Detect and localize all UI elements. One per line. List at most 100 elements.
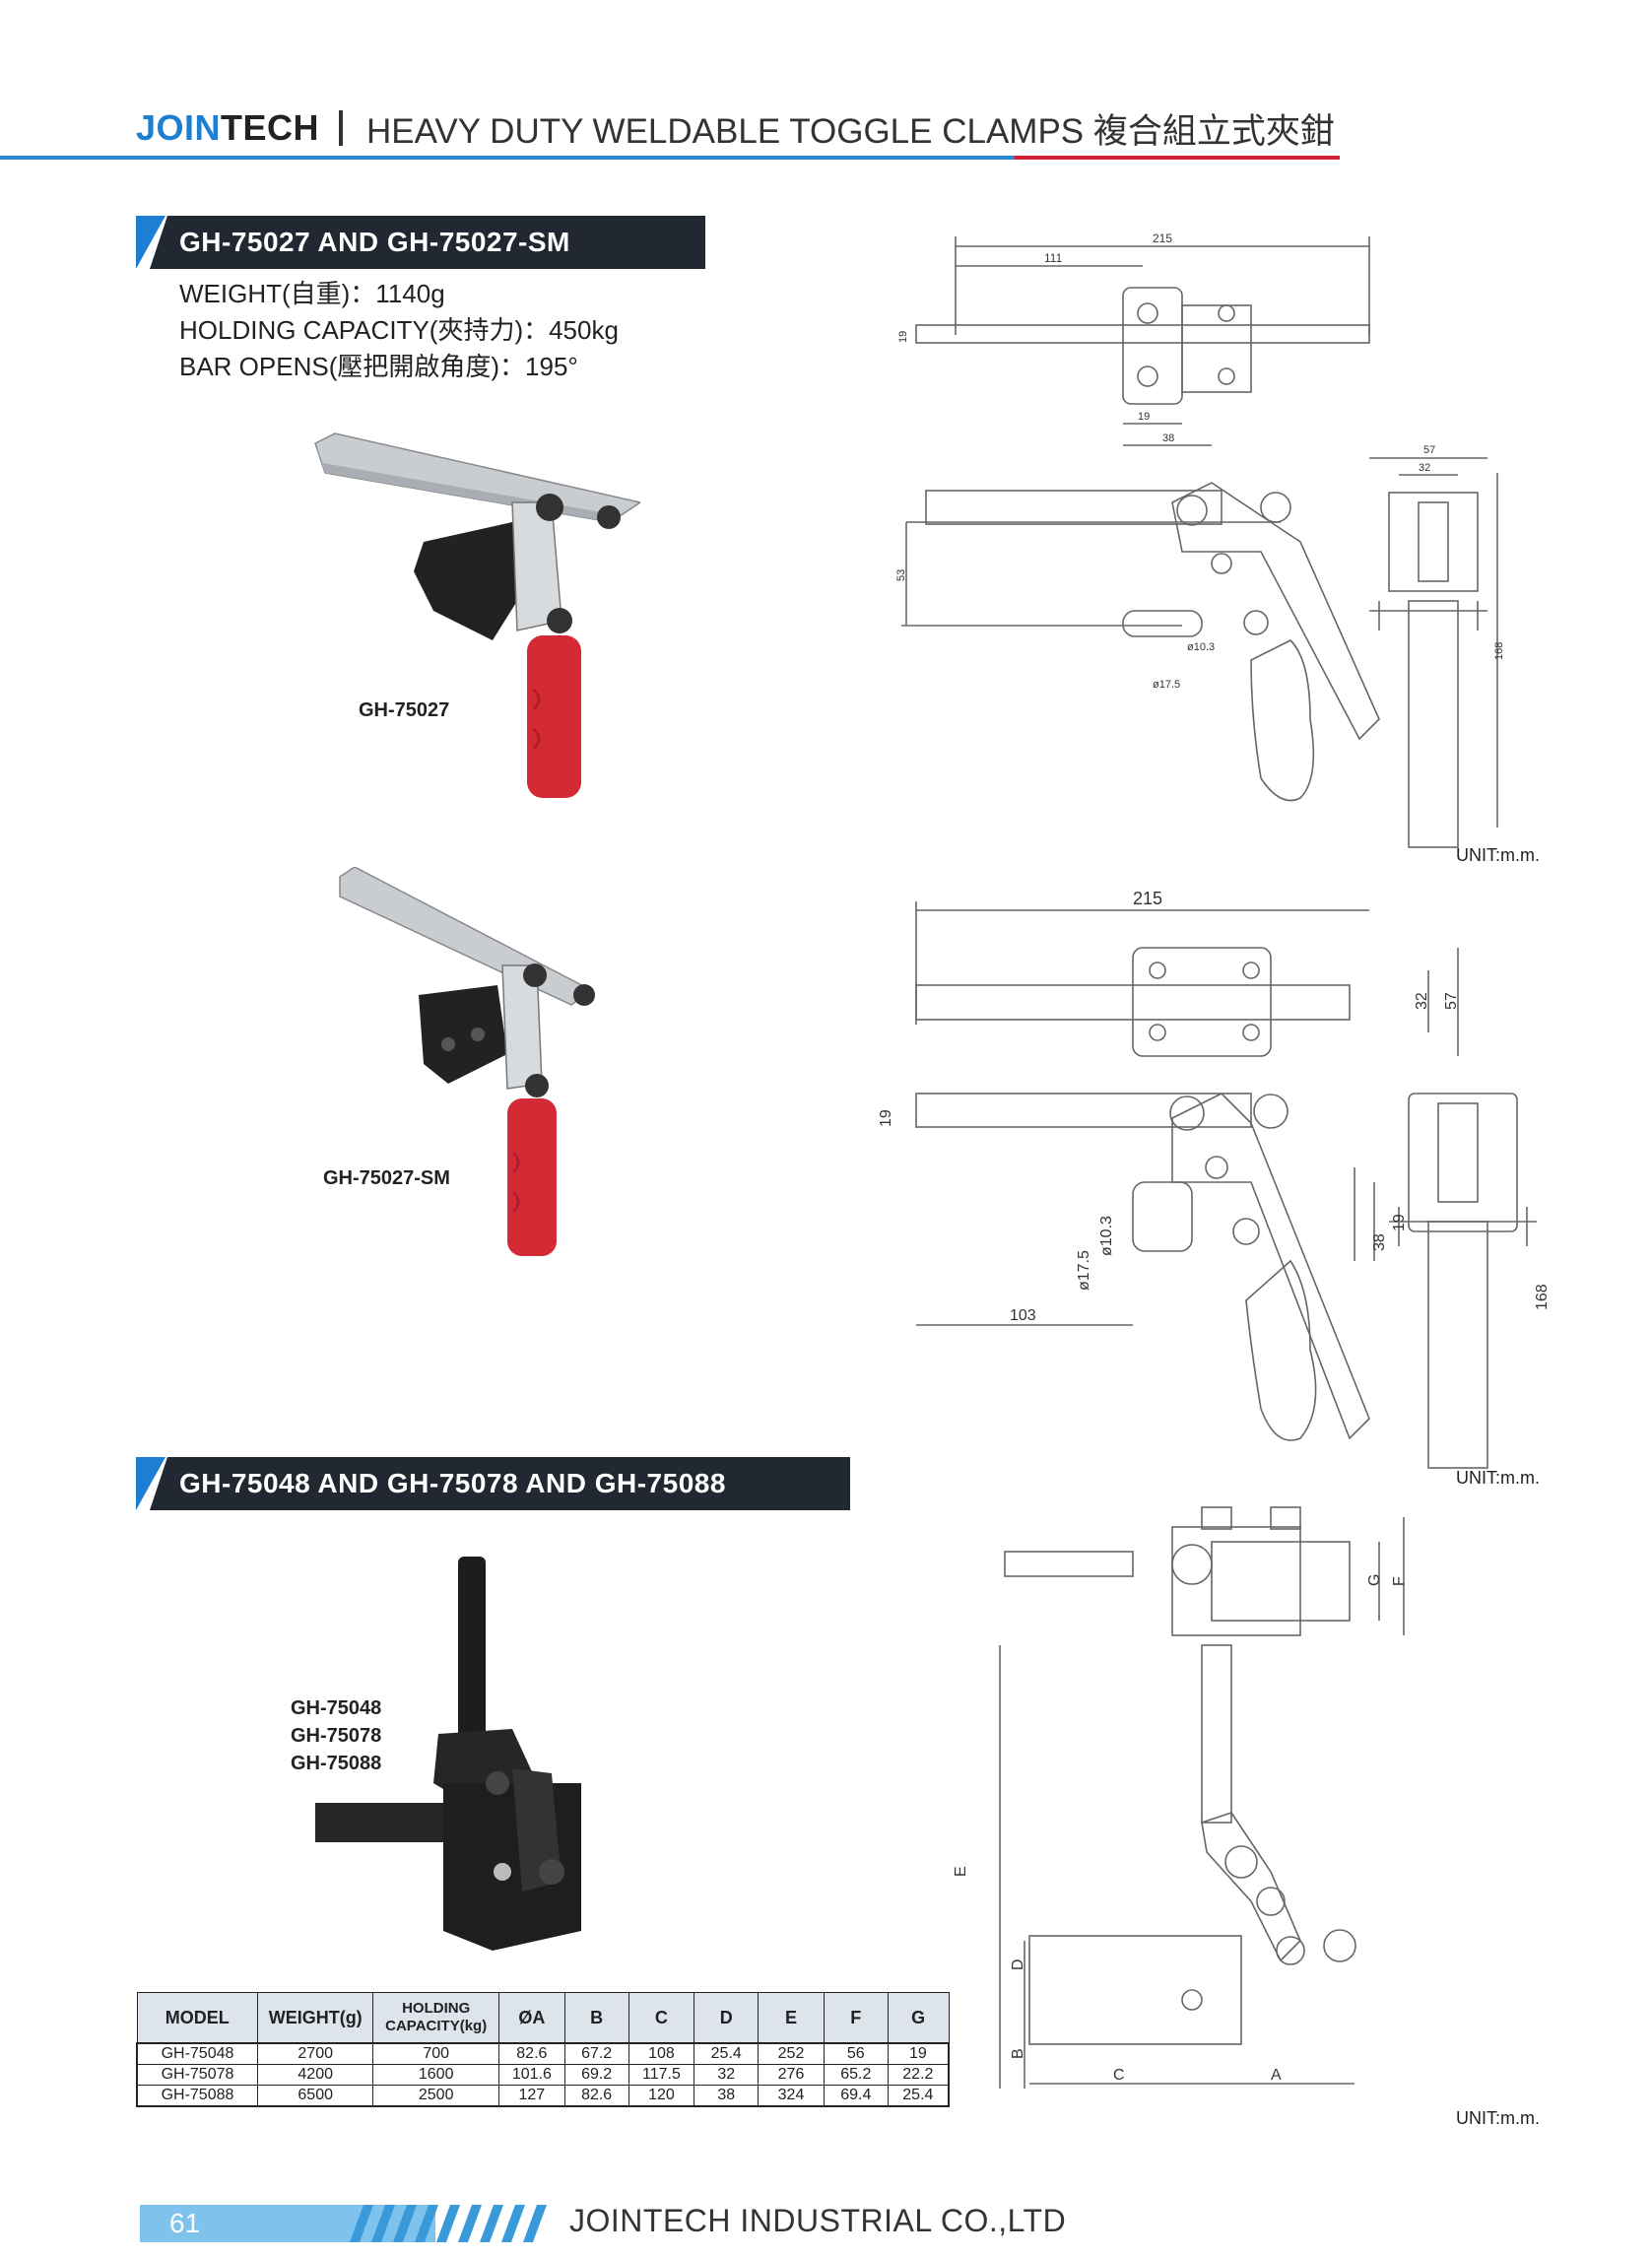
dim-32-b: 32 bbox=[1414, 992, 1430, 1010]
model-label-gh-75078: GH-75078 bbox=[291, 1725, 382, 1747]
product-image-gh-75027 bbox=[314, 432, 640, 798]
spec-table: MODEL WEIGHT(g) HOLDING CAPACITY(kg) ØA … bbox=[136, 1992, 950, 2107]
col-header-g: G bbox=[887, 1992, 950, 2044]
product-label-gh-75027: GH-75027 bbox=[359, 699, 450, 721]
col-header-b: B bbox=[563, 1992, 629, 2044]
unit-label-1: UNIT:m.m. bbox=[1456, 845, 1540, 865]
header-separator bbox=[339, 110, 344, 146]
dim-dia-17-5-b: ø17.5 bbox=[1076, 1250, 1092, 1291]
dim-168-a: 168 bbox=[1493, 642, 1505, 660]
dim-19-c: 19 bbox=[878, 1109, 894, 1127]
section-banner-2: GH-75048 AND GH-75078 AND GH-75088 bbox=[136, 1457, 850, 1510]
table-cell: 276 bbox=[758, 2064, 825, 2086]
dim-215-top: 215 bbox=[1153, 232, 1172, 245]
table-cell: 117.5 bbox=[628, 2064, 695, 2086]
header-rule-red bbox=[1015, 156, 1340, 160]
table-header-row: MODEL WEIGHT(g) HOLDING CAPACITY(kg) ØA … bbox=[136, 1992, 950, 2044]
brand-logo-join: JOIN bbox=[136, 107, 222, 148]
dim-label-f: F bbox=[1391, 1576, 1408, 1586]
table-cell: 22.2 bbox=[887, 2064, 950, 2086]
table-cell: 25.4 bbox=[887, 2085, 950, 2107]
table-cell: 1600 bbox=[372, 2064, 499, 2086]
table-cell: 32 bbox=[694, 2064, 760, 2086]
table-cell: 65.2 bbox=[823, 2064, 889, 2086]
spec-block: WEIGHT(自重)：1140g HOLDING CAPACITY(夾持力)：4… bbox=[179, 276, 619, 385]
table-cell: 108 bbox=[628, 2042, 695, 2065]
table-cell: 82.6 bbox=[497, 2042, 565, 2065]
table-cell: 6500 bbox=[256, 2085, 374, 2107]
model-label-gh-75048: GH-75048 bbox=[291, 1697, 382, 1719]
table-cell: 67.2 bbox=[563, 2042, 629, 2065]
table-row: GH-75088 6500 2500 127 82.6 120 38 324 6… bbox=[136, 2085, 950, 2107]
table-cell: 69.2 bbox=[563, 2064, 629, 2086]
table-row: GH-75048 2700 700 82.6 67.2 108 25.4 252… bbox=[136, 2042, 950, 2065]
dim-19-a: 19 bbox=[897, 331, 909, 343]
dim-label-e: E bbox=[953, 1866, 969, 1877]
product-image-gh-75048 bbox=[315, 1557, 581, 1951]
dim-53: 53 bbox=[895, 569, 907, 581]
unit-label-2: UNIT:m.m. bbox=[1456, 1468, 1540, 1488]
table-cell: GH-75088 bbox=[136, 2085, 258, 2107]
technical-drawing-gh-75027: 215 111 19 19 38 53 ø10.3 ø17.5 57 32 16… bbox=[895, 232, 1505, 848]
spec-weight: WEIGHT(自重)：1140g bbox=[179, 279, 445, 308]
unit-label-3: UNIT:m.m. bbox=[1456, 2108, 1540, 2128]
table-cell: GH-75048 bbox=[136, 2042, 258, 2065]
dim-38-b: 38 bbox=[1371, 1233, 1388, 1251]
table-cell: 25.4 bbox=[694, 2042, 760, 2065]
model-list: GH-75048 GH-75078 GH-75088 bbox=[291, 1694, 381, 1777]
col-header-a: ØA bbox=[497, 1992, 565, 2044]
dim-103: 103 bbox=[1010, 1307, 1036, 1324]
table-cell: 101.6 bbox=[497, 2064, 565, 2086]
brand-logo-tech: TECH bbox=[221, 107, 320, 148]
dim-dia-10-3-b: ø10.3 bbox=[1098, 1216, 1115, 1256]
footer-stripes-decoration bbox=[350, 2205, 547, 2242]
page-title: HEAVY DUTY WELDABLE TOGGLE CLAMPS 複合組立式夾… bbox=[366, 111, 1335, 151]
table-cell: 19 bbox=[887, 2042, 950, 2065]
col-header-f: F bbox=[823, 1992, 889, 2044]
table-row: GH-75078 4200 1600 101.6 69.2 117.5 32 2… bbox=[136, 2064, 950, 2086]
table-cell: 2700 bbox=[256, 2042, 374, 2065]
table-cell: 2500 bbox=[372, 2085, 499, 2107]
dim-dia-10-3-a: ø10.3 bbox=[1187, 641, 1215, 653]
page-number: 61 bbox=[169, 2208, 201, 2238]
spec-holding-capacity: HOLDING CAPACITY(夾持力)：450kg bbox=[179, 315, 619, 345]
table-cell: 4200 bbox=[256, 2064, 374, 2086]
product-image-gh-75027-sm bbox=[339, 867, 595, 1256]
section-title: GH-75027 AND GH-75027-SM bbox=[179, 227, 570, 257]
header-rule-blue bbox=[0, 156, 1015, 160]
spec-bar-opens: BAR OPENS(壓把開啟角度)：195° bbox=[179, 352, 578, 381]
technical-drawing-gh-75048: G F E D B C A bbox=[953, 1506, 1408, 2089]
table-cell: 56 bbox=[823, 2042, 889, 2065]
dim-label-c: C bbox=[1113, 2067, 1125, 2084]
dim-label-d: D bbox=[1010, 1958, 1026, 1970]
col-header-e: E bbox=[758, 1992, 825, 2044]
table-cell: 324 bbox=[758, 2085, 825, 2107]
dim-57-a: 57 bbox=[1423, 444, 1435, 456]
dim-32-a: 32 bbox=[1419, 462, 1430, 474]
col-header-holding-capacity: HOLDING CAPACITY(kg) bbox=[372, 1992, 499, 2044]
table-cell: 38 bbox=[694, 2085, 760, 2107]
section-banner-1: GH-75027 AND GH-75027-SM bbox=[136, 216, 705, 269]
footer-company-name: JOINTECH INDUSTRIAL CO.,LTD bbox=[569, 2203, 1067, 2238]
col-header-weight: WEIGHT(g) bbox=[256, 1992, 374, 2044]
technical-drawing-gh-75027-sm: 215 32 57 19 ø17.5 ø10.3 103 19 38 168 bbox=[878, 889, 1551, 1469]
table-cell: 127 bbox=[497, 2085, 565, 2107]
dim-38: 38 bbox=[1162, 432, 1174, 444]
dim-111: 111 bbox=[1044, 251, 1063, 265]
table-cell: GH-75078 bbox=[136, 2064, 258, 2086]
dim-168-b: 168 bbox=[1534, 1284, 1551, 1310]
model-label-gh-75088: GH-75088 bbox=[291, 1753, 382, 1774]
dim-57-b: 57 bbox=[1443, 992, 1460, 1010]
dim-19-b: 19 bbox=[1138, 411, 1150, 423]
table-cell: 700 bbox=[372, 2042, 499, 2065]
dim-215-mid: 215 bbox=[1133, 889, 1162, 908]
section-title: GH-75048 AND GH-75078 AND GH-75088 bbox=[179, 1468, 726, 1498]
col-header-model: MODEL bbox=[136, 1992, 258, 2044]
col-header-c: C bbox=[628, 1992, 695, 2044]
table-cell: 82.6 bbox=[563, 2085, 629, 2107]
product-label-gh-75027-sm: GH-75027-SM bbox=[323, 1167, 450, 1189]
dim-label-a: A bbox=[1271, 2067, 1282, 2084]
table-cell: 252 bbox=[758, 2042, 825, 2065]
dim-19-d: 19 bbox=[1391, 1214, 1408, 1231]
